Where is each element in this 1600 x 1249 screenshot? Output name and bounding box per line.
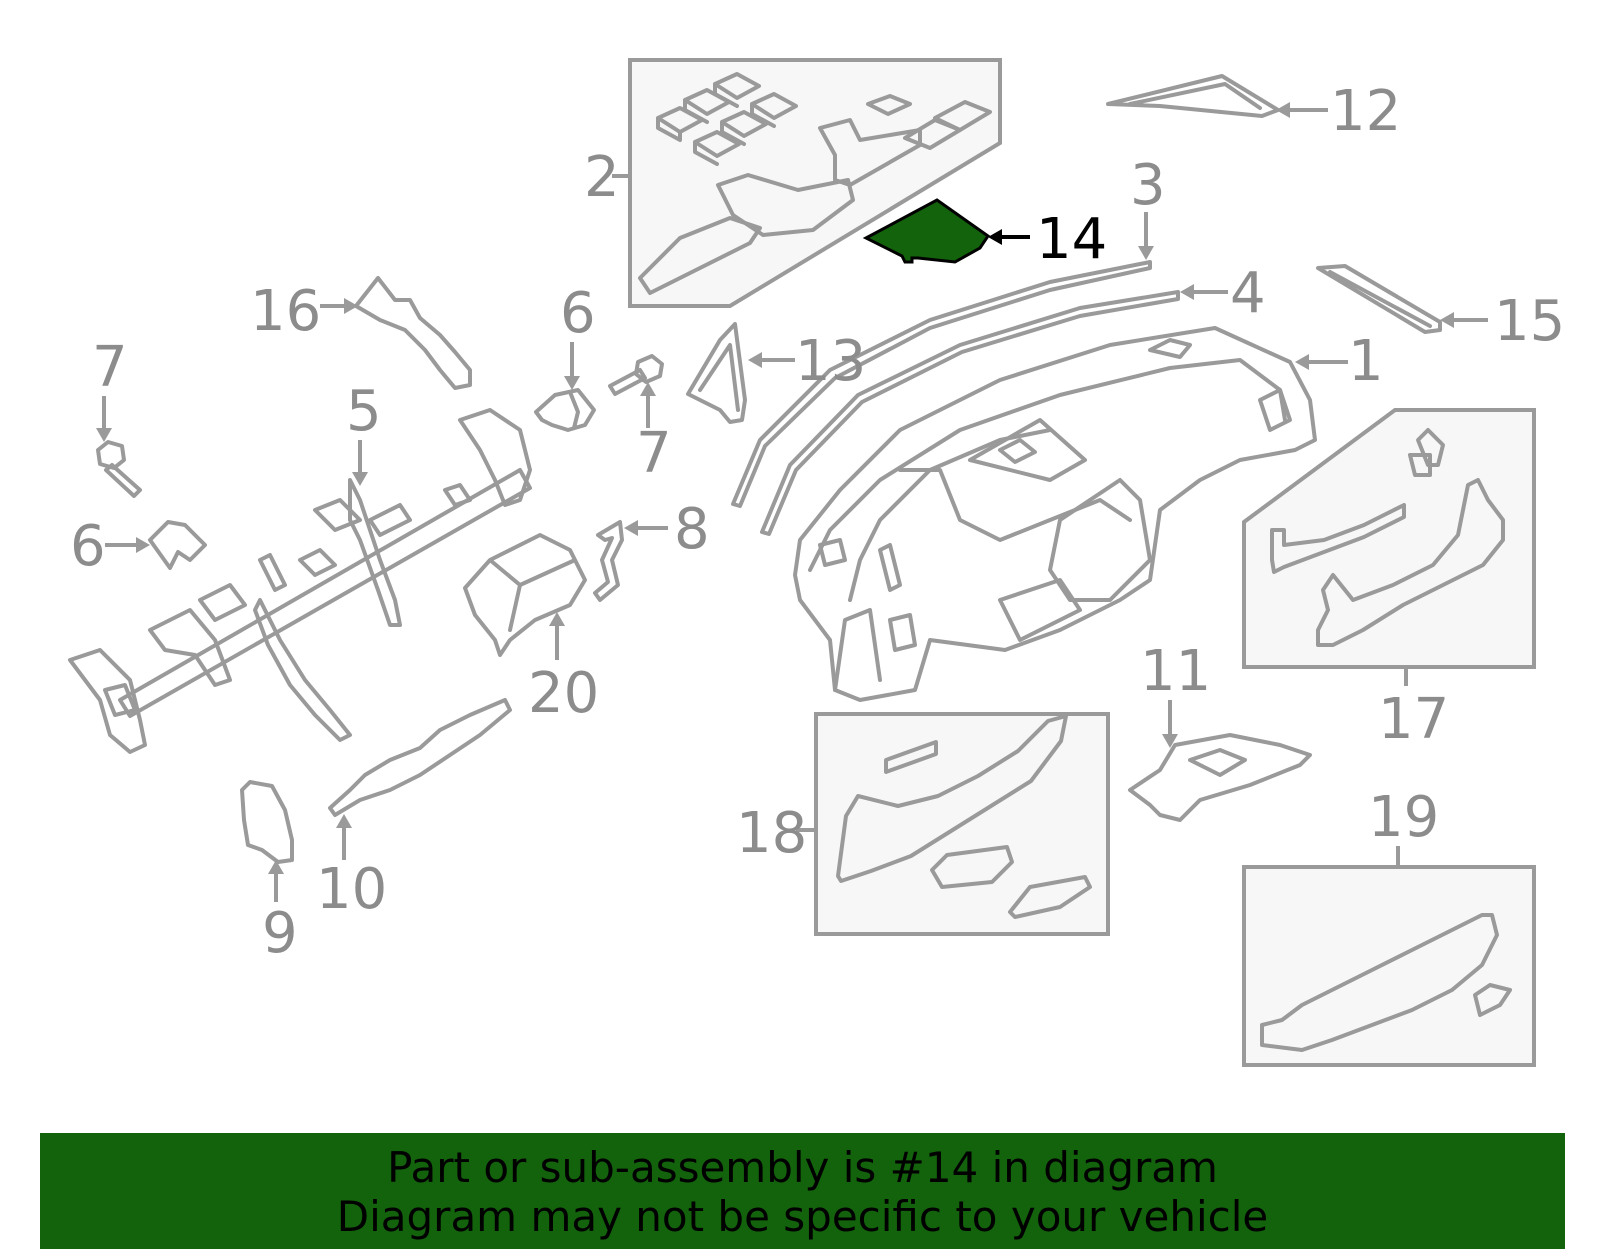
callout-18: 18 [736, 801, 807, 866]
callout-6-top: 6 [560, 281, 596, 346]
part-1-dashboard[interactable] [793, 326, 1317, 702]
callout-6-left: 6 [70, 514, 106, 579]
callout-9: 9 [262, 901, 298, 966]
part-6-clip-top[interactable] [534, 388, 596, 432]
part-15[interactable] [1316, 264, 1442, 334]
leader-lines [96, 102, 1488, 902]
part-19-kit-box[interactable] [1242, 865, 1536, 1067]
callout-15: 15 [1494, 289, 1565, 354]
callout-7-right: 7 [636, 421, 672, 486]
callout-labels: 1 2 3 4 5 6 6 7 7 8 9 10 11 12 13 14 15 … [70, 79, 1565, 966]
part-11[interactable] [1128, 733, 1312, 822]
callout-13: 13 [795, 329, 866, 394]
part-7-bolt-left[interactable] [96, 440, 142, 498]
part-7-bolt-right[interactable] [608, 354, 664, 396]
part-12[interactable] [1106, 74, 1280, 118]
part-6-clip-left[interactable] [148, 520, 207, 570]
callout-2: 2 [584, 145, 620, 210]
part-10[interactable] [328, 698, 512, 817]
part-5-crosscar-beam[interactable] [68, 408, 532, 754]
callout-14-highlighted: 14 [1036, 207, 1107, 272]
info-banner: Part or sub-assembly is #14 in diagram D… [40, 1133, 1565, 1249]
callout-8: 8 [674, 497, 710, 562]
part-4-strip[interactable] [760, 290, 1180, 536]
part-3-strip[interactable] [731, 260, 1152, 508]
part-2-kit-box[interactable] [628, 58, 1002, 308]
callout-4: 4 [1230, 261, 1266, 326]
callout-11: 11 [1140, 639, 1211, 704]
callout-16: 16 [250, 279, 321, 344]
part-13[interactable] [686, 322, 747, 424]
part-9[interactable] [240, 780, 294, 864]
callout-3: 3 [1130, 153, 1166, 218]
part-14-highlighted[interactable] [862, 198, 991, 264]
callout-10: 10 [316, 857, 387, 922]
callout-20: 20 [528, 661, 599, 726]
callout-17: 17 [1378, 687, 1449, 752]
callout-19: 19 [1368, 785, 1439, 850]
part-17-kit-box[interactable] [1242, 408, 1536, 669]
banner-line-2: Diagram may not be specific to your vehi… [336, 1192, 1269, 1241]
banner-line-1: Part or sub-assembly is #14 in diagram [387, 1143, 1218, 1192]
part-20-airbag[interactable] [463, 533, 587, 657]
callout-12: 12 [1330, 79, 1401, 144]
part-18-kit-box[interactable] [814, 712, 1110, 936]
callout-1: 1 [1348, 329, 1384, 394]
part-8-bracket[interactable] [593, 520, 624, 602]
callout-5: 5 [346, 379, 382, 444]
callout-7-left: 7 [92, 335, 128, 400]
part-16[interactable] [354, 276, 472, 390]
